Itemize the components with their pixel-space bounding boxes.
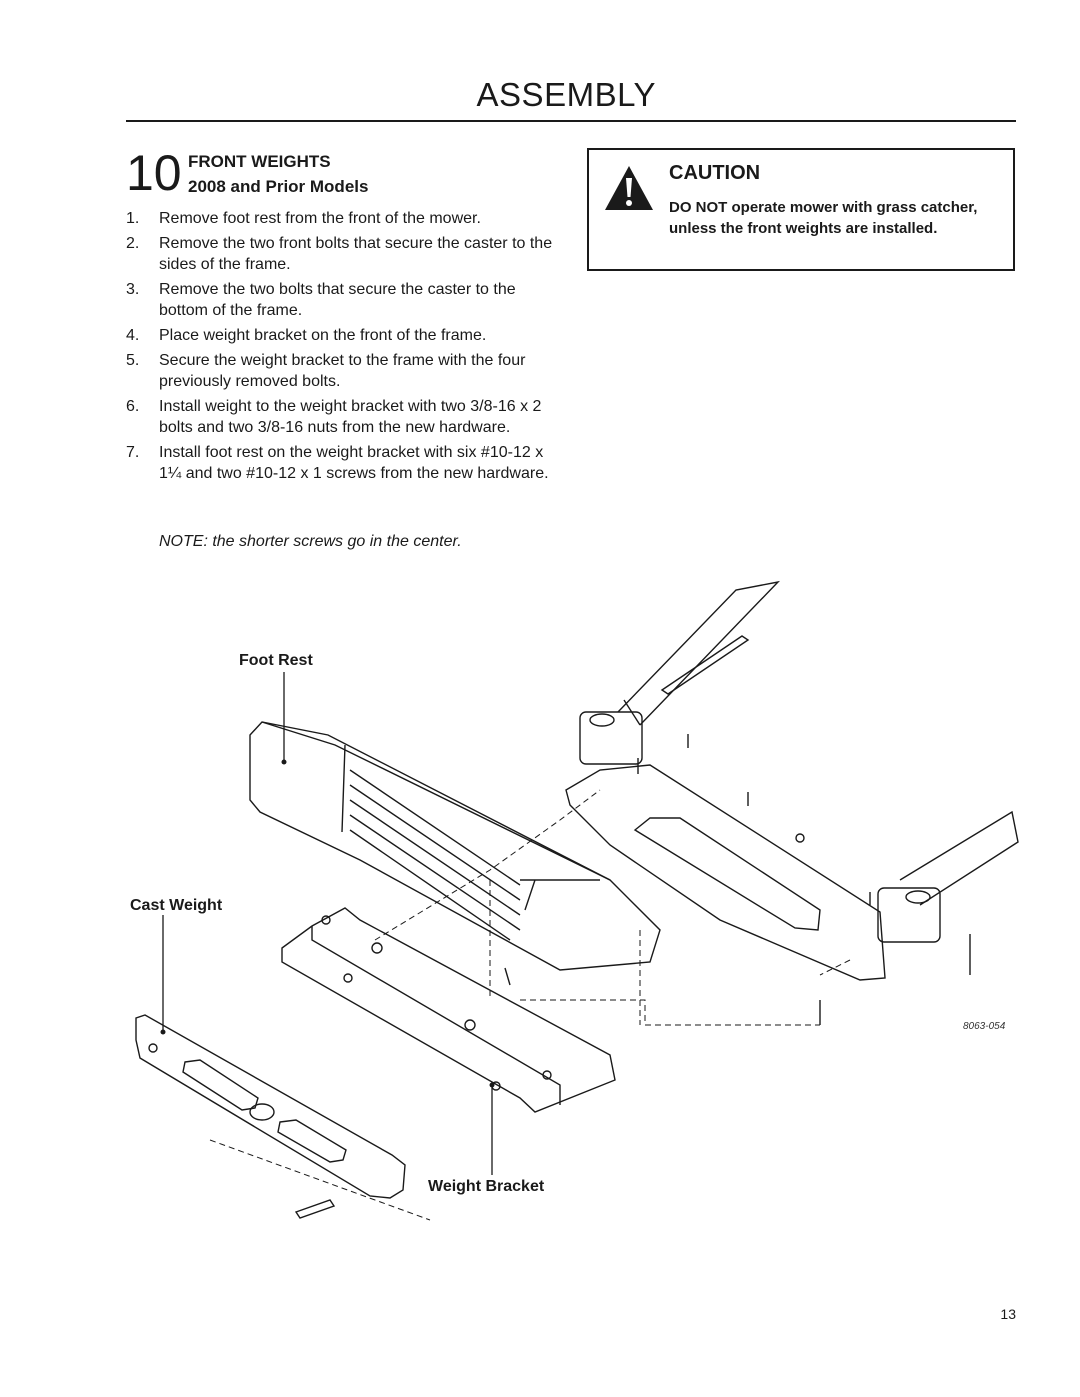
step-number: 7.	[126, 444, 140, 461]
step-item: 2. Remove the two front bolts that secure…	[126, 233, 561, 275]
section-title: FRONT WEIGHTS	[188, 152, 331, 171]
header-divider	[126, 120, 1016, 122]
assembly-steps-list: 1. Remove foot rest from the front of the…	[126, 208, 561, 488]
step-text: Remove foot rest from the front of the m…	[159, 210, 481, 227]
weight-bracket-illustration	[281, 907, 616, 1113]
foot-rest-illustration	[249, 721, 661, 971]
mower-frame-illustration	[565, 580, 1019, 1025]
section-number: 10	[126, 145, 182, 201]
step-text: Install weight to the weight bracket wit…	[159, 398, 542, 436]
cast-weight-label: Cast Weight	[130, 897, 223, 914]
step-item: 3. Remove the two bolts that secure the c…	[126, 279, 561, 321]
step-text: Remove the two bolts that secure the cas…	[159, 281, 516, 319]
step-item: 7. Install foot rest on the weight bracke…	[126, 442, 561, 484]
cast-weight-illustration	[135, 1014, 406, 1219]
step-item: 6. Install weight to the weight bracket w…	[126, 396, 561, 438]
step-text: Remove the two front bolts that secure t…	[159, 235, 553, 273]
weight-bracket-label: Weight Bracket	[428, 1178, 545, 1195]
page-header-title: ASSEMBLY	[476, 76, 656, 113]
front-weights-diagram	[135, 580, 1019, 1221]
step-item: 1. Remove foot rest from the front of the…	[126, 208, 561, 229]
step-item: 5. Secure the weight bracket to the frame…	[126, 350, 561, 392]
step-number: 2.	[126, 235, 140, 252]
page-number: 13	[1000, 1306, 1016, 1322]
step-text: Secure the weight bracket to the frame w…	[159, 352, 526, 390]
step-number: 1.	[126, 210, 140, 227]
caution-box: CAUTION DO NOT operate mower with grass …	[587, 148, 1015, 271]
caution-text: DO NOT operate mower with grass catcher,…	[669, 199, 978, 237]
step-number: 3.	[126, 281, 140, 298]
caution-title: CAUTION	[669, 162, 761, 184]
section-subtitle: 2008 and Prior Models	[188, 177, 369, 196]
note-text: NOTE: the shorter screws go in the cente…	[159, 533, 462, 550]
foot-rest-label: Foot Rest	[239, 652, 313, 669]
step-number: 5.	[126, 352, 140, 369]
step-number: 4.	[126, 327, 140, 344]
step-number: 6.	[126, 398, 140, 415]
step-item: 4. Place weight bracket on the front of t…	[126, 325, 561, 346]
step-text: Place weight bracket on the front of the…	[159, 327, 487, 344]
warning-triangle-icon	[605, 166, 653, 210]
step-text: Install foot rest on the weight bracket …	[159, 444, 549, 482]
figure-id: 8063-054	[963, 1021, 1006, 1032]
